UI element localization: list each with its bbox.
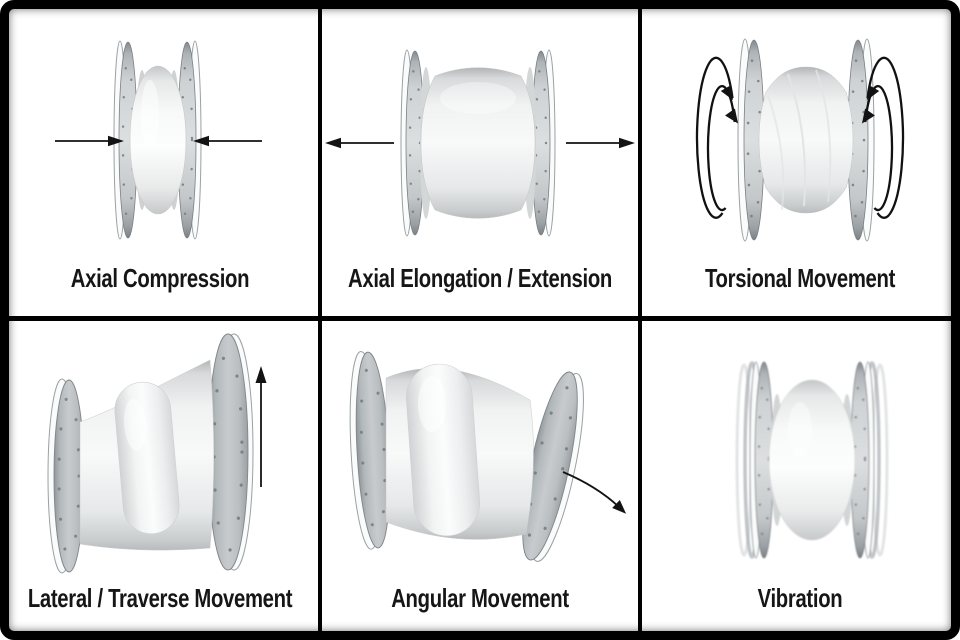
panel-label: Angular Movement bbox=[391, 583, 569, 613]
bellows-barrel bbox=[758, 66, 854, 214]
panel-vibration: Vibration bbox=[640, 320, 960, 640]
expansion-joint-extended bbox=[400, 49, 556, 237]
panel-angular: Angular Movement bbox=[320, 320, 640, 640]
rotation-arrows-left bbox=[695, 56, 739, 219]
bellows-barrel bbox=[420, 67, 536, 219]
axial-compression-illustration bbox=[55, 40, 262, 240]
outward-arrow-right bbox=[566, 137, 635, 149]
inward-arrow-left bbox=[55, 135, 124, 147]
expansion-joint-lateral-offset bbox=[47, 333, 254, 574]
grid-divider-horizontal bbox=[6, 316, 954, 321]
torsional-illustration bbox=[695, 38, 905, 242]
panel-label: Axial Elongation / Extension bbox=[348, 263, 612, 293]
lateral-illustration bbox=[47, 333, 267, 574]
panel-axial-elongation: Axial Elongation / Extension bbox=[320, 0, 640, 320]
panel-label: Vibration bbox=[757, 583, 843, 613]
panel-torsional: Torsional Movement bbox=[640, 0, 960, 320]
outward-arrow-left bbox=[325, 137, 394, 149]
expansion-joint-compressed bbox=[113, 40, 202, 240]
panel-axial-compression: Axial Compression bbox=[0, 0, 320, 320]
rotation-arrows-right bbox=[861, 56, 905, 219]
panel-label: Lateral / Traverse Movement bbox=[27, 583, 293, 613]
panel-lateral: Lateral / Traverse Movement bbox=[0, 320, 320, 640]
upward-arrow bbox=[255, 366, 267, 487]
bellows-bulge bbox=[129, 65, 187, 215]
angular-illustration bbox=[349, 350, 627, 562]
bellows-bulge bbox=[768, 379, 856, 541]
expansion-joint-angled bbox=[349, 350, 584, 562]
angular-curved-arrow bbox=[562, 471, 627, 514]
panel-label: Axial Compression bbox=[70, 263, 250, 293]
inward-arrow-right bbox=[193, 135, 262, 147]
expansion-joint-vibrating bbox=[735, 361, 889, 559]
expansion-joint-torsion bbox=[737, 38, 875, 242]
axial-elongation-illustration bbox=[325, 49, 635, 237]
vibration-illustration bbox=[735, 361, 889, 559]
panel-label: Torsional Movement bbox=[704, 263, 896, 293]
